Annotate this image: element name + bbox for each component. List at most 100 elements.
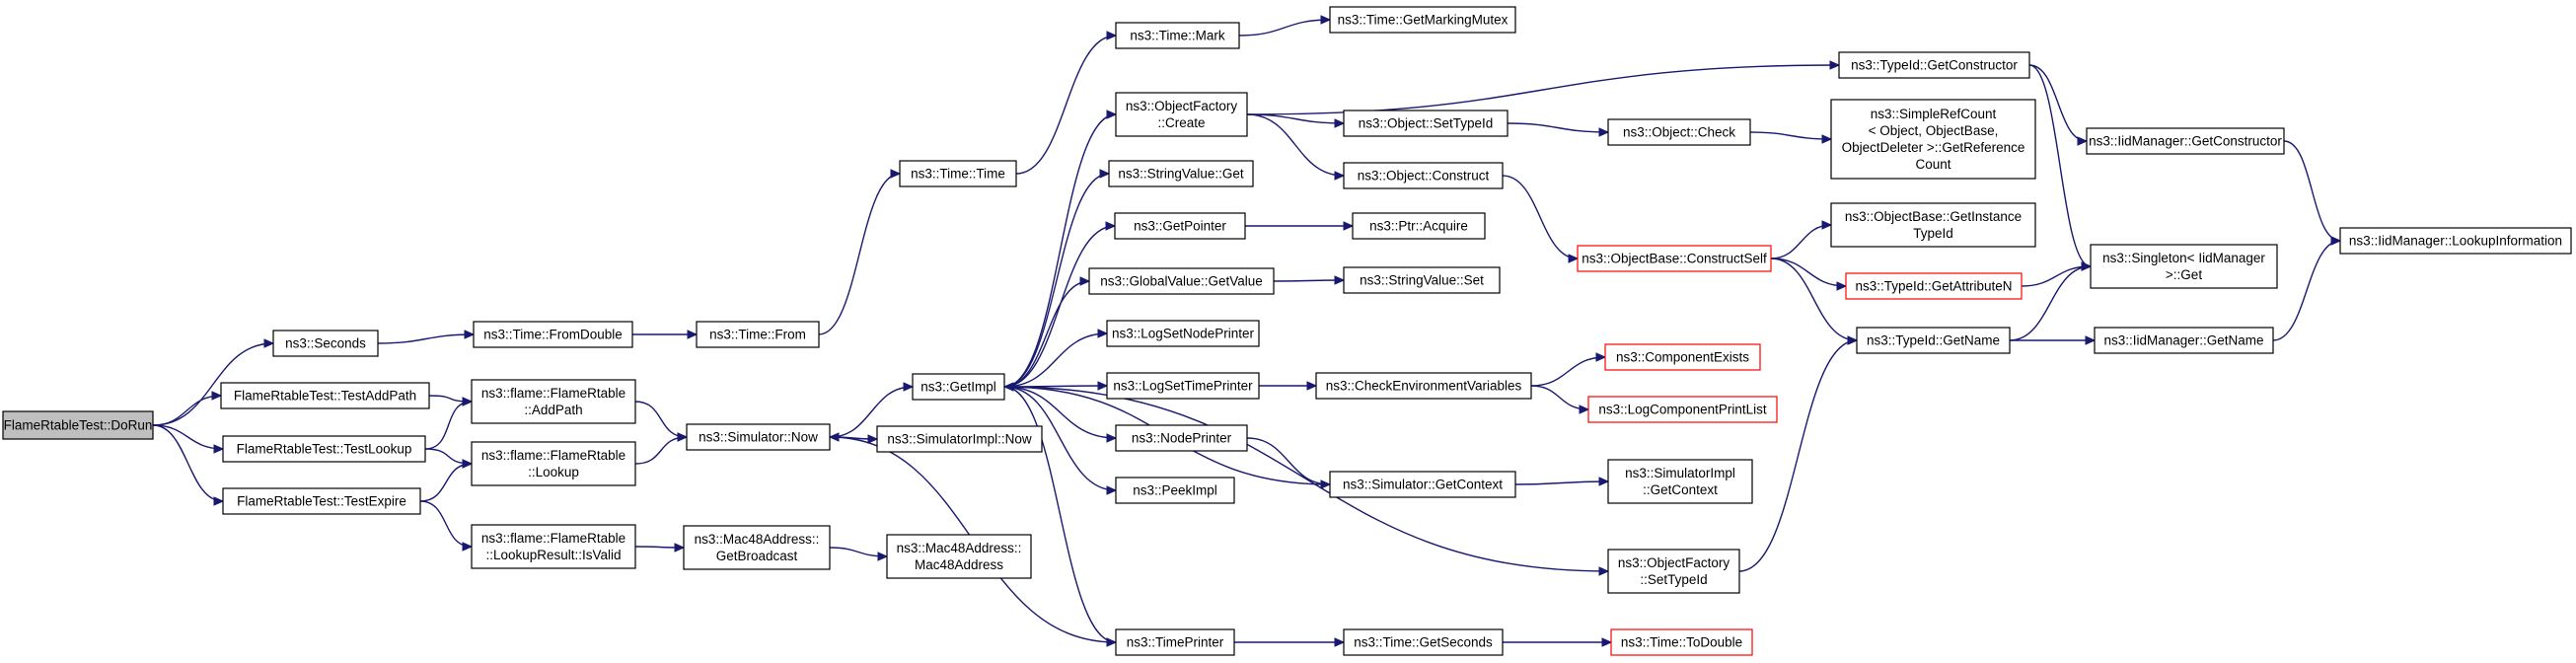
node-timeprinter[interactable]: ns3::TimePrinter <box>1115 628 1235 656</box>
node-label: ns3::Time::Time <box>911 167 1005 182</box>
edge-checkenv-to-compexists <box>1530 352 1607 387</box>
node-stringvalueset[interactable]: ns3::StringValue::Set <box>1343 266 1501 294</box>
node-label: ns3::SimulatorImpl <box>1625 466 1735 480</box>
node-simgetcontext[interactable]: ns3::Simulator::GetContext <box>1329 471 1516 498</box>
node-getbroadcast[interactable]: ns3::Mac48Address::GetBroadcast <box>683 525 831 570</box>
node-seconds[interactable]: ns3::Seconds <box>272 330 379 357</box>
node-timetime[interactable]: ns3::Time::Time <box>899 160 1017 187</box>
node-todouble[interactable]: ns3::Time::ToDouble <box>1610 628 1753 656</box>
node-label: ns3::Time::GetSeconds <box>1354 635 1493 650</box>
node-stringvalueget[interactable]: ns3::StringValue::Get <box>1108 160 1254 187</box>
edge-typeidgetname-to-singletonget <box>2009 261 2093 341</box>
node-label: ns3::Singleton< IidManager <box>2102 251 2265 265</box>
node-logsetnode[interactable]: ns3::LogSetNodePrinter <box>1106 320 1260 347</box>
node-label: ns3::Mac48Address:: <box>695 532 820 547</box>
node-label: ns3::PeekImpl <box>1133 483 1217 498</box>
node-label: GetBroadcast <box>716 549 798 563</box>
node-objfactcreate[interactable]: ns3::ObjectFactory::Create <box>1115 92 1248 137</box>
node-gettypeidctor[interactable]: ns3::TypeId::GetConstructor <box>1838 51 2030 79</box>
node-ptracquire[interactable]: ns3::Ptr::Acquire <box>1352 212 1486 240</box>
node-box <box>1108 160 1254 187</box>
node-compexists[interactable]: ns3::ComponentExists <box>1604 343 1761 371</box>
node-timemark[interactable]: ns3::Time::Mark <box>1115 22 1240 49</box>
node-simnow[interactable]: ns3::Simulator::Now <box>686 423 831 451</box>
node-peekimpl[interactable]: ns3::PeekImpl <box>1115 477 1235 504</box>
node-objconstruct[interactable]: ns3::Object::Construct <box>1343 162 1504 189</box>
node-box <box>1830 202 2036 248</box>
edge-checkenv-to-logcomplist <box>1530 385 1590 414</box>
node-iidgetctor[interactable]: ns3::IidManager::GetConstructor <box>2086 127 2285 155</box>
node-label: ObjectDeleter >::GetReference <box>1842 140 2025 155</box>
node-getmarkingmutex[interactable]: ns3::Time::GetMarkingMutex <box>1329 6 1516 34</box>
edge-getimpl-to-stringvalueget <box>1003 169 1111 388</box>
node-logsettime[interactable]: ns3::LogSetTimePrinter <box>1106 372 1260 400</box>
node-label: ns3::TypeId::GetConstructor <box>1851 58 2018 73</box>
node-label: ns3::ObjectBase::GetInstance <box>1845 209 2022 224</box>
node-getimpl[interactable]: ns3::GetImpl <box>912 373 1005 401</box>
edge-timemark-to-getmarkingmutex <box>1238 15 1332 37</box>
node-label: ns3::IidManager::GetName <box>2103 333 2263 348</box>
node-box <box>1587 396 1778 423</box>
node-label: ns3::Time::ToDouble <box>1621 635 1742 650</box>
edge-constructself-to-getinstancetypeid <box>1770 220 1833 259</box>
node-box <box>272 330 379 357</box>
node-box <box>1114 212 1246 240</box>
node-iidgetname[interactable]: ns3::IidManager::GetName <box>2094 327 2274 354</box>
node-label: TypeId <box>1913 226 1953 241</box>
node-timegetseconds[interactable]: ns3::Time::GetSeconds <box>1343 628 1504 656</box>
node-getattributen[interactable]: ns3::TypeId::GetAttributeN <box>1845 272 2023 300</box>
node-label: ::SetTypeId <box>1640 572 1707 587</box>
node-typeidgetname[interactable]: ns3::TypeId::GetName <box>1856 327 2011 354</box>
node-testlookup[interactable]: FlameRtableTest::TestLookup <box>222 435 426 463</box>
node-simimplnow[interactable]: ns3::SimulatorImpl::Now <box>876 425 1043 453</box>
node-label: ns3::ComponentExists <box>1616 350 1749 365</box>
node-nodeprinter[interactable]: ns3::NodePrinter <box>1115 424 1248 452</box>
node-simimplctx[interactable]: ns3::SimulatorImpl::GetContext <box>1607 459 1753 504</box>
node-objfactsettype[interactable]: ns3::ObjectFactory::SetTypeId <box>1607 549 1740 594</box>
node-box <box>222 435 426 463</box>
node-simplerefcount[interactable]: ns3::SimpleRefCount< Object, ObjectBase,… <box>1830 99 2036 180</box>
node-box <box>1830 99 2036 180</box>
node-box <box>1352 212 1486 240</box>
node-constructself[interactable]: ns3::ObjectBase::ConstructSelf <box>1577 245 1772 272</box>
edge-dorun-to-seconds <box>152 338 275 426</box>
node-fromdouble[interactable]: ns3::Time::FromDouble <box>473 321 633 348</box>
edge-nodeprinter-to-simgetcontext <box>1246 437 1332 489</box>
node-box <box>222 487 421 515</box>
node-box <box>1115 477 1235 504</box>
node-objcheck[interactable]: ns3::Object::Check <box>1607 118 1751 146</box>
node-singletonget[interactable]: ns3::Singleton< IidManager>::Get <box>2090 244 2278 289</box>
node-label: ::GetContext <box>1643 482 1718 497</box>
edge-gettypeidctor-to-iidgetctor <box>2028 64 2089 146</box>
node-isvalid[interactable]: ns3::flame::FlameRtable::LookupResult::I… <box>471 524 636 569</box>
node-box <box>2094 327 2274 354</box>
node-testaddpath[interactable]: FlameRtableTest::TestAddPath <box>220 382 430 409</box>
node-label: ns3::CheckEnvironmentVariables <box>1326 379 1522 394</box>
node-label: FlameRtableTest::TestExpire <box>237 494 406 509</box>
edge-iidgetname-to-iidlookupinfo <box>2272 236 2342 341</box>
node-box <box>1088 267 1275 295</box>
node-testexpire[interactable]: FlameRtableTest::TestExpire <box>222 487 421 515</box>
node-box <box>1604 343 1761 371</box>
node-dorun[interactable]: FlameRtableTest::DoRun <box>2 410 154 440</box>
edge-gettypeidctor-to-singletonget <box>2028 64 2093 271</box>
node-timefrom[interactable]: ns3::Time::From <box>696 321 820 348</box>
node-iidlookupinfo[interactable]: ns3::IidManager::LookupInformation <box>2339 227 2572 255</box>
node-box <box>686 423 831 451</box>
edge-iidgetctor-to-iidlookupinfo <box>2283 140 2342 246</box>
node-label: ns3::Time::GetMarkingMutex <box>1338 13 1509 28</box>
node-settypeid[interactable]: ns3::Object::SetTypeId <box>1343 110 1509 137</box>
node-lookup[interactable]: ns3::flame::FlameRtable::Lookup <box>471 441 636 486</box>
node-logcomplist[interactable]: ns3::LogComponentPrintList <box>1587 396 1778 423</box>
edge-dorun-to-testlookup <box>152 424 225 454</box>
edge-timeprinter-to-timegetseconds <box>1233 637 1346 647</box>
node-getpointer[interactable]: ns3::GetPointer <box>1114 212 1246 240</box>
node-checkenv[interactable]: ns3::CheckEnvironmentVariables <box>1315 372 1532 400</box>
node-label: ns3::Time::From <box>709 328 806 342</box>
node-addpath[interactable]: ns3::flame::FlameRtable::AddPath <box>471 379 636 424</box>
node-mac48[interactable]: ns3::Mac48Address::Mac48Address <box>886 534 1032 579</box>
node-globalvalue[interactable]: ns3::GlobalValue::GetValue <box>1088 267 1275 295</box>
edge-settypeid-to-objcheck <box>1507 122 1610 137</box>
